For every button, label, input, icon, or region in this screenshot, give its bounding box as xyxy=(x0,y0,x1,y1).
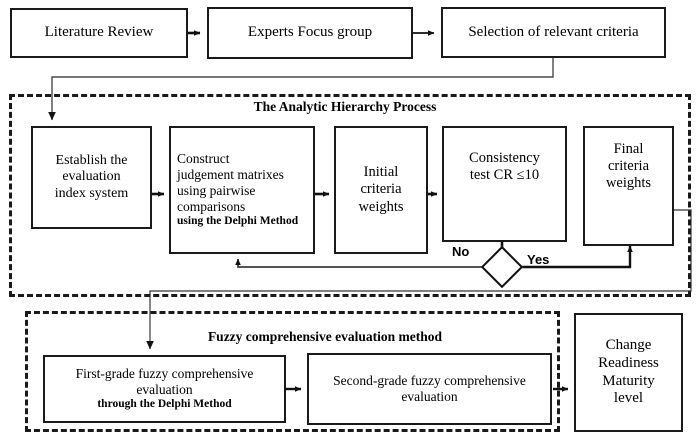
box-construct-line-2: judgement matrixes xyxy=(177,167,284,183)
box-final-line-2: criteria xyxy=(607,158,650,175)
box-final-line-3: weights xyxy=(605,175,652,192)
box-first-grade-delphi-note: through the Delphi Method xyxy=(97,398,232,411)
box-establish-line-2: evaluation xyxy=(62,169,121,185)
box-construct-line-3: using pairwise xyxy=(177,183,256,199)
box-first-grade-line-2: evaluation xyxy=(136,382,193,398)
box-selection-of-criteria-label: Selection of relevant criteria xyxy=(468,23,639,40)
box-experts-focus-group-label: Experts Focus group xyxy=(247,24,373,41)
box-establish-line-3: index system xyxy=(54,185,129,201)
decision-label-no: No xyxy=(452,244,470,259)
ahp-group-title: The Analytic Hierarchy Process xyxy=(253,99,437,114)
fuzzy-group-border xyxy=(25,311,560,432)
box-establish-line-1: Establish the xyxy=(55,152,128,168)
box-construct-line-1: Construct xyxy=(177,151,230,167)
box-second-grade-line-1: Second-grade fuzzy comprehensive xyxy=(333,373,526,389)
box-final-criteria-weights[interactable]: Final criteria weights xyxy=(583,126,674,246)
ahp-group-border xyxy=(9,94,691,297)
box-consistency-line-1: Consistency xyxy=(469,150,540,166)
box-outcome-line-2: Readiness xyxy=(598,354,659,371)
box-initial-line-1: Initial xyxy=(363,164,399,181)
box-change-readiness-maturity-level[interactable]: Change Readiness Maturity level xyxy=(574,313,683,432)
box-initial-line-2: criteria xyxy=(360,181,402,198)
box-construct-delphi-note: using the Delphi Method xyxy=(177,215,299,228)
box-consistency-test[interactable]: Consistency test CR ≤10 xyxy=(442,126,567,242)
box-literature-review[interactable]: Literature Review xyxy=(10,8,188,58)
box-construct-judgement-matrixes[interactable]: Construct judgement matrixes using pairw… xyxy=(169,126,315,254)
box-first-grade-fuzzy-evaluation[interactable]: First-grade fuzzy comprehensive evaluati… xyxy=(43,355,286,423)
box-second-grade-fuzzy-evaluation[interactable]: Second-grade fuzzy comprehensive evaluat… xyxy=(307,353,552,425)
box-final-line-1: Final xyxy=(613,141,644,157)
box-outcome-line-3: Maturity xyxy=(602,372,655,389)
box-outcome-line-1: Change xyxy=(605,337,652,354)
box-construct-line-4: comparisons xyxy=(177,199,246,215)
box-experts-focus-group[interactable]: Experts Focus group xyxy=(207,7,413,59)
fuzzy-group-title: Fuzzy comprehensive evaluation method xyxy=(207,329,443,344)
box-second-grade-line-2: evaluation xyxy=(401,389,458,404)
box-establish-evaluation-index-system[interactable]: Establish the evaluation index system xyxy=(31,126,152,229)
box-literature-review-label: Literature Review xyxy=(44,24,154,41)
box-initial-criteria-weights[interactable]: Initial criteria weights xyxy=(334,126,428,254)
box-consistency-line-2: test CR ≤10 xyxy=(469,167,540,184)
box-initial-line-3: weights xyxy=(358,198,404,215)
decision-label-yes: Yes xyxy=(527,252,550,267)
box-first-grade-line-1: First-grade fuzzy comprehensive xyxy=(75,366,254,382)
box-selection-of-criteria[interactable]: Selection of relevant criteria xyxy=(441,7,666,58)
box-outcome-line-4: level xyxy=(613,390,644,407)
